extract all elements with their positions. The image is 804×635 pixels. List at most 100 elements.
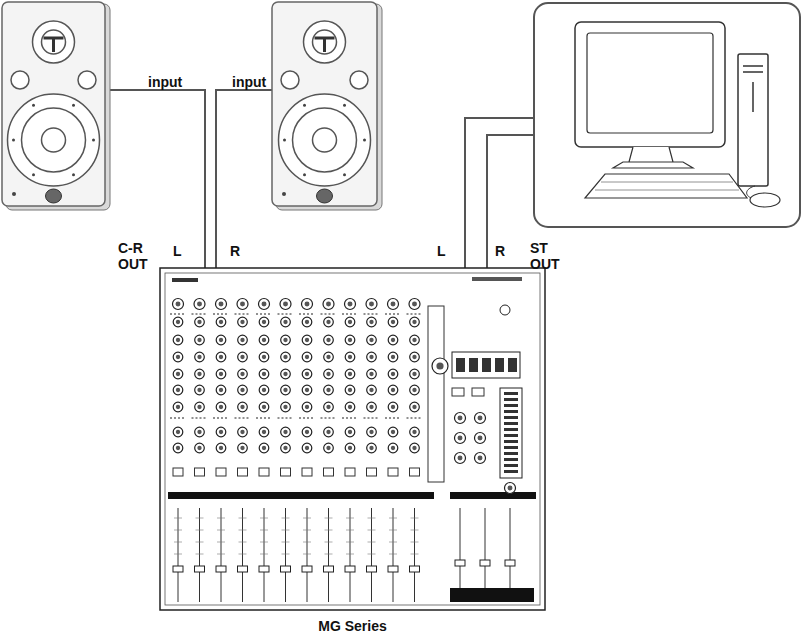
mixer-knob-cap — [412, 388, 416, 392]
mixer-knob-cap — [197, 430, 201, 434]
mixer-drawing — [160, 268, 545, 616]
fader-scale — [217, 518, 225, 554]
display-segment — [482, 358, 491, 372]
channel-divider — [256, 418, 272, 419]
level-meter — [500, 388, 522, 478]
mixer-knob — [173, 385, 183, 395]
mixer-knob — [281, 402, 291, 412]
tweeter-ring — [304, 21, 346, 63]
channel-button — [195, 468, 205, 476]
mixer-knob — [216, 369, 226, 379]
mixer-knob — [216, 335, 226, 345]
mixer-knob-cap — [326, 372, 330, 376]
fader-track — [414, 508, 415, 602]
mixer-knob-cap — [326, 430, 330, 434]
mixer-knob-cap — [219, 372, 223, 376]
mixer-knob — [302, 352, 312, 362]
channel-button — [259, 468, 269, 476]
woofer-screw — [92, 139, 95, 142]
mixer-knob — [238, 335, 248, 345]
mixer-knob — [281, 385, 291, 395]
mixer-knob — [367, 385, 377, 395]
mixer-knob — [302, 369, 312, 379]
channel-divider — [256, 314, 272, 315]
woofer-screw — [12, 139, 15, 142]
mixer-knob-cap — [326, 405, 330, 409]
mixer-knob — [281, 427, 291, 437]
fader-scale — [346, 518, 354, 554]
woofer-screw — [32, 104, 35, 107]
channel-divider — [278, 418, 294, 419]
bass-port — [78, 71, 96, 89]
mixer-knob — [195, 352, 205, 362]
channel-divider — [364, 314, 380, 315]
speaker-drawing — [272, 2, 382, 214]
mixer-knob — [216, 402, 226, 412]
mixer-knob-cap — [176, 446, 180, 450]
mixer-knob-cap — [219, 355, 223, 359]
mixer-knob — [238, 352, 248, 362]
channel-button — [302, 468, 312, 476]
mixer-knob-cap — [176, 372, 180, 376]
switch — [472, 388, 484, 396]
mixer-knob — [324, 443, 334, 453]
mixer-knob-cap — [305, 388, 309, 392]
fader-track — [393, 508, 394, 602]
mixer-knob — [173, 402, 183, 412]
mixer-knob-cap — [197, 320, 201, 324]
meter-led — [504, 470, 518, 473]
fader-cap — [195, 566, 205, 572]
mixer-knob-cap — [240, 388, 244, 392]
mixer-knob — [194, 299, 205, 310]
mixer-knob — [432, 358, 448, 374]
bass-port — [350, 71, 368, 89]
tweeter-dome — [313, 30, 337, 54]
woofer-frame — [279, 94, 371, 186]
mixer-knob — [238, 385, 248, 395]
mixer-knob-cap — [283, 430, 287, 434]
mixer-knob — [259, 402, 269, 412]
mixer-knob-cap — [283, 355, 287, 359]
mixer-knob-cap — [412, 446, 416, 450]
mixer-body — [160, 268, 545, 610]
mixer-knob-cap — [197, 338, 201, 342]
mixer-knob — [195, 385, 205, 395]
mixer-knob-cap — [176, 430, 180, 434]
mixer-knob — [216, 317, 226, 327]
mixer-knob — [281, 352, 291, 362]
mixer-knob — [367, 427, 377, 437]
mixer-knob — [345, 369, 355, 379]
mixer-knob-cap — [262, 355, 266, 359]
fader-cap — [238, 566, 248, 572]
mixer-knob — [259, 335, 269, 345]
output-label: ST OUT — [530, 240, 570, 272]
channel-divider — [321, 418, 337, 419]
mixer-knob-cap — [197, 355, 201, 359]
mixer-knob-cap — [219, 320, 223, 324]
mixer-knob — [410, 427, 420, 437]
mixer-knob — [367, 443, 377, 453]
mixer-knob — [366, 299, 377, 310]
mixer-knob — [281, 317, 291, 327]
mixer-knob-cap — [219, 388, 223, 392]
speaker-cabinet — [2, 2, 105, 206]
computer-frame-box — [534, 3, 800, 227]
woofer-screw — [283, 139, 286, 142]
mixer-knob-cap — [283, 372, 287, 376]
mixer-knob — [259, 352, 269, 362]
mixer-knob — [324, 402, 334, 412]
fader-cap — [173, 566, 183, 572]
fader-cap — [410, 566, 420, 572]
meter-led — [504, 428, 518, 431]
mixer-knob-cap — [197, 302, 202, 307]
mixer-knob-cap — [369, 372, 373, 376]
mixer-knob — [367, 402, 377, 412]
fader-cap — [324, 566, 334, 572]
meter-led — [504, 410, 518, 413]
mixer-knob-cap — [283, 405, 287, 409]
mixer-knob-cap — [305, 446, 309, 450]
mixer-knob — [195, 427, 205, 437]
mixer-knob-cap — [219, 338, 223, 342]
fader-track — [350, 508, 351, 602]
mixer-knob-cap — [348, 372, 352, 376]
